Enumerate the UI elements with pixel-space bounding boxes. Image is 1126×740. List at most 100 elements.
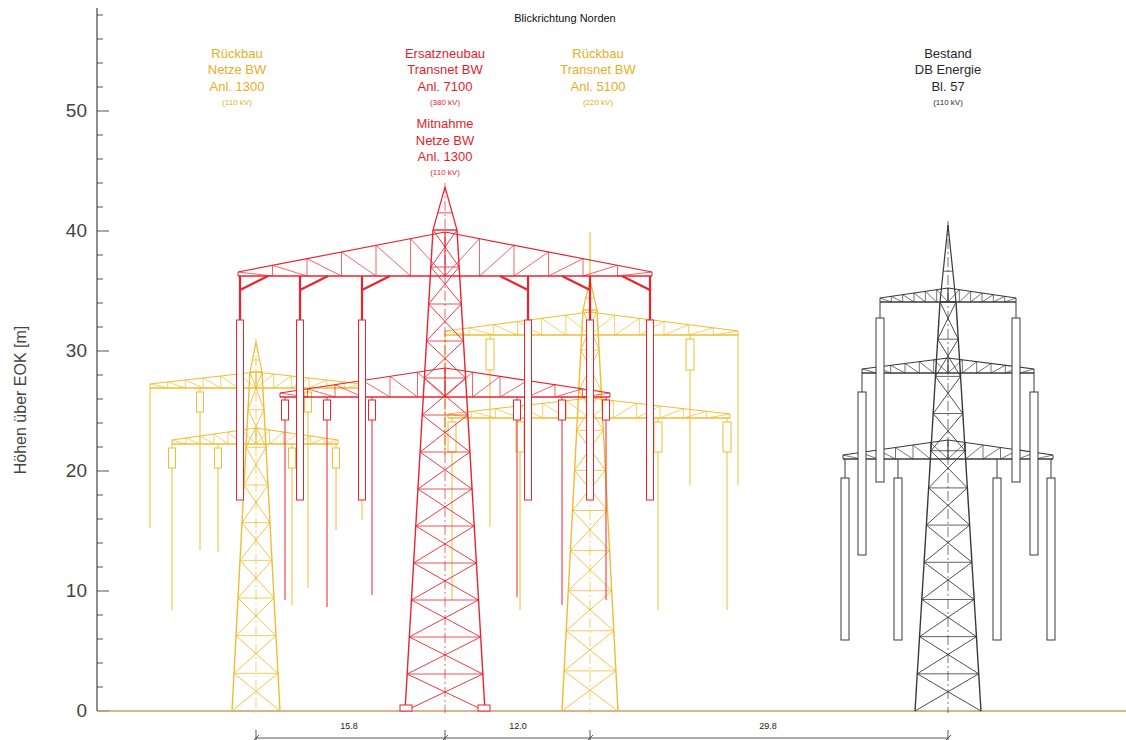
crossarm-brace — [948, 288, 949, 302]
axis-tick — [97, 87, 103, 88]
crossarm-brace — [273, 374, 274, 388]
ground-line — [97, 710, 1126, 712]
crossarm-brace — [615, 318, 640, 335]
crossarm-end — [172, 440, 173, 444]
crossarm-brace — [418, 372, 446, 397]
crossarm-brace — [971, 293, 982, 302]
insulator-link — [452, 418, 453, 422]
tower-brace — [411, 600, 480, 637]
insulator-string — [587, 320, 594, 500]
crossarm-brace — [376, 245, 411, 276]
crossarm-brace — [410, 239, 411, 276]
crossarm-brace — [308, 389, 336, 397]
tower-brace — [238, 560, 272, 598]
crossarm-brace — [390, 376, 391, 397]
crossarm — [172, 443, 338, 444]
tower-label: Bl. 57 — [931, 80, 964, 94]
crossarm-brace — [948, 360, 962, 373]
tower-brace — [564, 631, 614, 671]
tower-brace — [566, 631, 616, 671]
tower-label: Anl. 1300 — [210, 80, 265, 94]
crossarm-brace — [273, 265, 308, 276]
tower-label: Bestand — [924, 47, 972, 61]
tower-brace — [568, 591, 614, 631]
axis-tick — [97, 543, 103, 544]
crossarm-brace — [890, 365, 891, 373]
crossarm-brace — [959, 290, 960, 302]
crossarm-brace — [472, 372, 473, 397]
tower-brace — [929, 488, 970, 525]
crossarm-brace — [707, 414, 730, 418]
axis-tick — [97, 351, 109, 352]
crossarm-brace — [185, 380, 203, 388]
tower-leg — [915, 302, 940, 711]
axis-tick — [97, 159, 103, 160]
tower-brace — [246, 447, 268, 485]
crossarm-end — [1053, 455, 1054, 459]
tower-brace — [933, 414, 965, 451]
crossarm-brace — [376, 245, 377, 276]
crossarm-brace — [549, 259, 584, 276]
crossarm-brace — [689, 328, 714, 335]
insulator-link — [658, 418, 659, 422]
conductor-drop — [218, 468, 219, 552]
tower-brace — [244, 447, 266, 485]
crossarm-brace — [363, 381, 391, 398]
insulator-string — [1030, 392, 1038, 555]
insulator-string — [289, 448, 296, 468]
crossarm-brace — [948, 440, 949, 459]
insulator-string — [169, 448, 176, 468]
tower-brace — [924, 562, 974, 599]
tower-label: Mitnahme — [416, 117, 473, 131]
tower-label: DB Energie — [915, 63, 981, 77]
crossarm-brace — [993, 296, 1004, 302]
crossarm-brace — [469, 328, 493, 335]
dimension-value: 15.8 — [337, 722, 361, 732]
tower-leg — [262, 372, 280, 711]
crossarm-brace — [555, 385, 556, 397]
tower-brace — [929, 451, 965, 488]
axis-number: 50 — [66, 101, 87, 122]
insulator-string — [305, 392, 312, 412]
crossarm-brace — [706, 411, 707, 418]
crossarm-brace — [542, 403, 543, 418]
crossarm-brace — [256, 428, 257, 444]
crossarm-brace — [905, 364, 906, 374]
axis-tick — [97, 183, 103, 184]
crossarm-brace — [220, 376, 221, 388]
insulator-link — [299, 276, 301, 320]
crossarm-brace — [913, 445, 931, 459]
axis-tick — [97, 399, 103, 400]
tower-peak — [256, 342, 262, 372]
crossarm-brace — [977, 364, 991, 374]
conductor-drop — [517, 420, 518, 597]
crossarm-brace — [307, 389, 308, 397]
insulator-string — [297, 320, 304, 500]
conductor-drop — [727, 452, 728, 610]
crossarm-brace — [390, 376, 418, 397]
crossarm-brace — [919, 362, 933, 373]
tower-brace — [922, 562, 972, 599]
crossarm-brace — [991, 365, 1005, 373]
insulator-link — [649, 276, 651, 320]
insulator-link — [336, 444, 337, 448]
tower-brace — [933, 413, 963, 414]
crossarm-brace — [200, 436, 214, 444]
crossarm-brace — [930, 443, 931, 460]
crossarm-brace — [962, 360, 963, 373]
conductor-drop — [490, 370, 491, 527]
crossarm-brace — [936, 290, 937, 302]
tower-brace — [422, 415, 470, 452]
view-direction-title: Blickrichtung Norden — [514, 12, 616, 24]
crossarm-brace — [514, 252, 549, 276]
tower-brace — [924, 562, 972, 563]
crossarm-brace — [993, 295, 994, 302]
crossarm-end — [280, 393, 281, 397]
conductor-drop — [200, 412, 201, 550]
tower-brace — [568, 551, 609, 591]
insulator-string — [1047, 478, 1055, 640]
tower-brace — [917, 637, 976, 674]
crossarm-brace — [500, 376, 501, 397]
crossarm-bracket — [362, 276, 390, 290]
